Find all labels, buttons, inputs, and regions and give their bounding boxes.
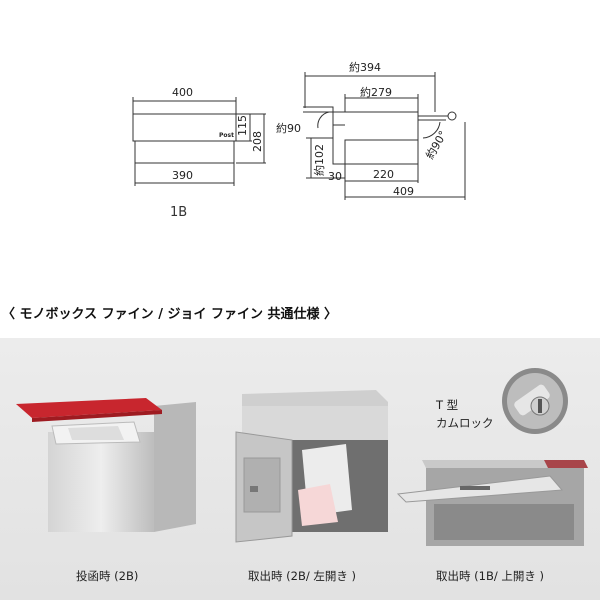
cam-lock-image — [502, 368, 568, 434]
dim-side-base: 409 — [393, 185, 414, 198]
dim-side-body: 220 — [373, 168, 394, 181]
dim-front-height-upper: 115 — [236, 115, 249, 136]
dim-side-drop: 約102 — [312, 144, 326, 176]
mailbox-insert-image — [16, 398, 196, 532]
lock-type-label: T 型 — [436, 398, 459, 412]
dim-front-width-top: 400 — [172, 86, 193, 99]
model-label: 1B — [170, 205, 188, 220]
dim-front-height-total: 208 — [251, 131, 264, 152]
angle-arc-left — [317, 111, 330, 129]
caption-take-left: 取出時 (2B/ 左開き ) — [248, 569, 357, 583]
caption-insert: 投函時 (2B) — [76, 569, 139, 583]
lock-label: T 型 カムロック — [436, 396, 494, 432]
mailbox-left-open-image — [235, 390, 388, 543]
dimension-diagram: 400 Post 115 208 390 約394 約279 約90 約90° … — [132, 60, 466, 200]
angle-arc-right — [422, 121, 441, 139]
lock-name-label: カムロック — [436, 416, 494, 430]
lock-knob-icon — [447, 111, 457, 121]
dim-side-overall: 約394 — [349, 60, 381, 74]
dim-front-width-bottom: 390 — [172, 169, 193, 182]
side-view — [303, 72, 466, 200]
post-mark: Post — [219, 132, 234, 139]
dim-side-offset: 30 — [328, 170, 342, 183]
dim-angle-left: 約90 — [276, 121, 301, 135]
front-view — [132, 97, 266, 186]
dim-side-inner: 約279 — [360, 85, 392, 99]
dim-angle-right: 約90° — [422, 128, 449, 161]
section-title: 〈 モノボックス ファイン / ジョイ ファイン 共通仕様 〉 — [2, 307, 338, 322]
mailbox-top-open-image — [396, 460, 588, 546]
caption-take-top: 取出時 (1B/ 上開き ) — [436, 569, 545, 583]
